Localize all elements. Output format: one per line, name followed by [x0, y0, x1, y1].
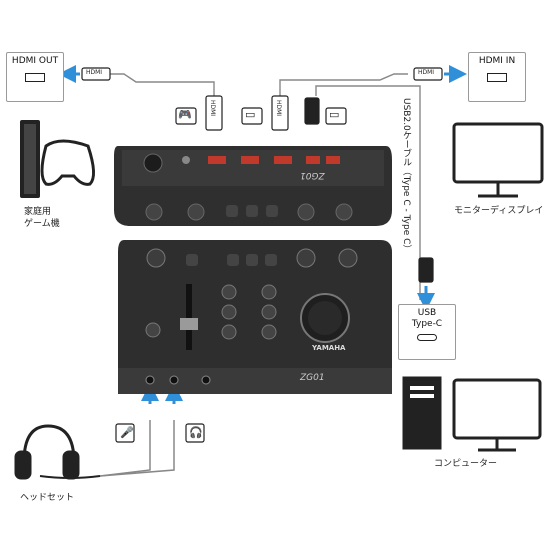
type-c-label: Type-C [411, 319, 443, 329]
game-console-line2: ゲーム機 [24, 219, 60, 229]
mixer-model-back: ZG01 [300, 170, 325, 180]
hdmi-icon [25, 73, 45, 82]
mixer-model: ZG01 [300, 373, 325, 383]
computer [402, 376, 542, 452]
icon-badges [115, 107, 347, 443]
computer-icon: ▭ [329, 108, 340, 121]
usb-type-c-callout: USB Type-C [398, 304, 456, 360]
tv-icon: ▭ [245, 108, 256, 121]
hdmi-plug-label-2: HDMI [275, 100, 282, 117]
headset-label: ヘッドセット [20, 493, 75, 503]
headphones-icon: 🎧 [189, 426, 203, 439]
mixer-back-panel [114, 146, 392, 226]
hdmi-out-label: HDMI OUT [11, 56, 59, 66]
usb-label: USB [417, 308, 437, 318]
gamepad-icon: 🎮 [178, 108, 192, 121]
monitor-label: モニターディスプレイ [454, 206, 544, 216]
hdmi-plugs [81, 67, 443, 283]
mic-icon: 🎤 [120, 426, 134, 439]
hdmi-in-callout: HDMI IN [468, 52, 526, 102]
hdmi-plug-label-right: HDMI [418, 69, 435, 76]
headset [14, 420, 175, 480]
mixer-top-body [118, 240, 392, 394]
hdmi-plug-label-1: HDMI [209, 100, 216, 117]
usb-c-icon [417, 334, 437, 341]
hdmi-icon [487, 73, 507, 82]
usb-cable-label: USB2.0ケーブル（Type C - Type C） [401, 98, 411, 254]
game-console-line1: 家庭用 [24, 207, 52, 217]
mixer-brand: YAMAHA [312, 344, 346, 352]
game-console-label: 家庭用 ゲーム機 [24, 206, 60, 230]
computer-label: コンピューター [434, 459, 498, 469]
monitor [452, 122, 544, 198]
hdmi-out-callout: HDMI OUT [6, 52, 64, 102]
cables [110, 73, 421, 300]
game-console [20, 120, 95, 198]
hdmi-plug-label-left: HDMI [86, 69, 103, 76]
hdmi-in-label: HDMI IN [478, 56, 516, 66]
